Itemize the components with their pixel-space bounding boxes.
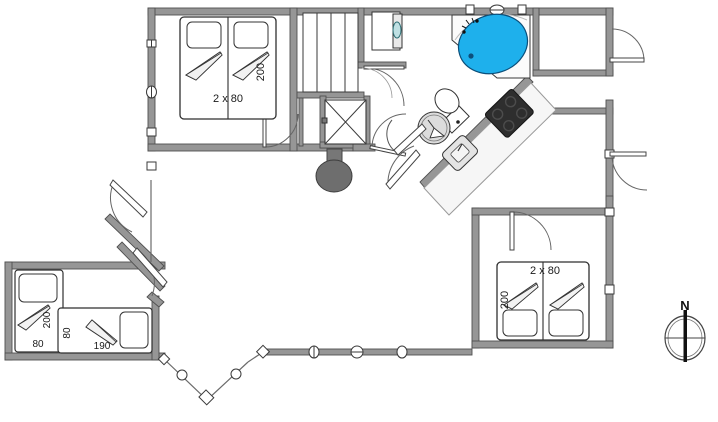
whirlpool-group [451, 13, 531, 79]
armchair-arc [386, 119, 397, 153]
window-east-3 [604, 284, 615, 295]
duvet-nw-right-fold [232, 52, 270, 81]
window-south-jog-3 [198, 389, 215, 406]
pillow-se-left [502, 309, 538, 337]
bed-sw-2-width-label: 190 [94, 341, 111, 352]
duvet-se-left-fold [503, 283, 539, 310]
window-north-1 [465, 4, 475, 15]
duvet-nw-left-fold [185, 52, 223, 81]
window-south-jog-2 [230, 368, 242, 380]
wall-south-thin-group [261, 348, 473, 356]
armchair-group [386, 119, 427, 156]
toilet-bowl [434, 88, 460, 114]
compass-north-label: N [680, 298, 689, 313]
door-sw-upper [109, 179, 148, 233]
door-bedroom-se [509, 211, 552, 251]
door-east-lower [609, 151, 648, 191]
bed-sw-2-length-label: 80 [62, 327, 73, 339]
duvet-sw-2-fold [85, 319, 117, 346]
wardrobe-closet-group [302, 12, 359, 93]
window-west-2 [146, 85, 157, 99]
bed-sw-1-width-label: 80 [32, 339, 44, 350]
whirlpool-drain [468, 53, 474, 59]
bedroom-sw-furniture: 80 200 190 80 [14, 269, 153, 354]
washing-machine-door-icon [392, 21, 402, 39]
whirlpool-bubbles-icon [461, 17, 479, 34]
shower-x-2 [324, 99, 367, 145]
window-north-2 [489, 4, 505, 16]
round-table-chair [429, 127, 446, 139]
window-south-jog-1 [176, 369, 188, 381]
duvet-sw-1-fold [17, 305, 51, 331]
pillow-nw-left [186, 21, 222, 49]
window-east-2 [604, 207, 615, 217]
compass-rose: N [664, 298, 706, 362]
wall-se-bedroom-north [471, 207, 614, 216]
wood-stove-group [315, 148, 353, 193]
wall-sw-angle-upper [104, 213, 165, 272]
window-sw-corner [157, 352, 171, 366]
wall-east-lower [605, 195, 614, 349]
wall-east-upper [605, 7, 614, 77]
wall-closet-east [357, 7, 365, 69]
wall-sw-angle-corner [146, 291, 165, 308]
window-south-jog-4 [255, 344, 271, 359]
round-table-spoke [427, 119, 435, 129]
doors-group [109, 28, 648, 297]
wall-shower-left-fin [298, 97, 304, 147]
wall-bath-south [532, 69, 614, 77]
shower-cabin-group [321, 99, 367, 145]
pillow-nw-right [233, 21, 269, 49]
bed-nw-length-label: 200 [255, 63, 267, 81]
pillow-sw-1 [18, 273, 58, 303]
washing-machine-group [371, 11, 403, 51]
door-utility [361, 67, 393, 99]
kitchen-faucet [457, 143, 463, 152]
kitchen-sink-bowl [450, 143, 470, 163]
pillow-sw-2 [119, 311, 149, 349]
whirlpool-tub [457, 13, 529, 75]
cooktop-group [484, 89, 534, 138]
bedroom-nw-furniture: 2 x 80 200 [179, 16, 277, 120]
duvet-se-right-fold [549, 283, 585, 310]
bedroom-se-furniture: 2 x 80 200 [496, 261, 590, 341]
wall-bath-east [532, 7, 540, 77]
bed-se-width-label: 2 x 80 [530, 265, 560, 277]
cooktop-burners [491, 96, 528, 132]
door-east-upper [609, 28, 645, 63]
window-west-4 [146, 161, 157, 171]
terrace-outline-group [150, 180, 264, 401]
wall-sw-south [4, 352, 166, 361]
wall-se-bedroom-south [471, 340, 614, 349]
wall-se-bedroom-west [471, 207, 480, 349]
window-west-1 [146, 39, 157, 48]
kitchen-sink-group [442, 135, 478, 171]
door-closet [363, 65, 405, 107]
window-south-2 [350, 345, 364, 359]
cooktop-body [484, 89, 534, 138]
bed-nw-width-label: 2 x 80 [213, 93, 243, 105]
compass-needle [683, 310, 687, 362]
window-north-3 [517, 4, 527, 15]
bed-se-length-label: 200 [499, 291, 511, 309]
window-west-3 [146, 127, 157, 137]
wall-nw-bedroom-east [289, 7, 298, 152]
pillow-se-right [548, 309, 584, 337]
kitchen-group [423, 82, 557, 216]
toilet-flush-icon [456, 120, 460, 124]
shower-handle [321, 117, 328, 124]
wood-stove [315, 159, 353, 193]
window-south-1 [308, 345, 320, 359]
wall-sw-west [4, 261, 13, 361]
bed-sw-1-length-label: 200 [42, 311, 53, 328]
armchair-back [393, 123, 427, 156]
wall-south-exterior [261, 348, 473, 356]
wall-closet-south [296, 91, 365, 99]
door-sw-lower [132, 247, 168, 297]
door-kitchen-diagonal [385, 145, 421, 190]
window-south-3 [396, 345, 408, 359]
